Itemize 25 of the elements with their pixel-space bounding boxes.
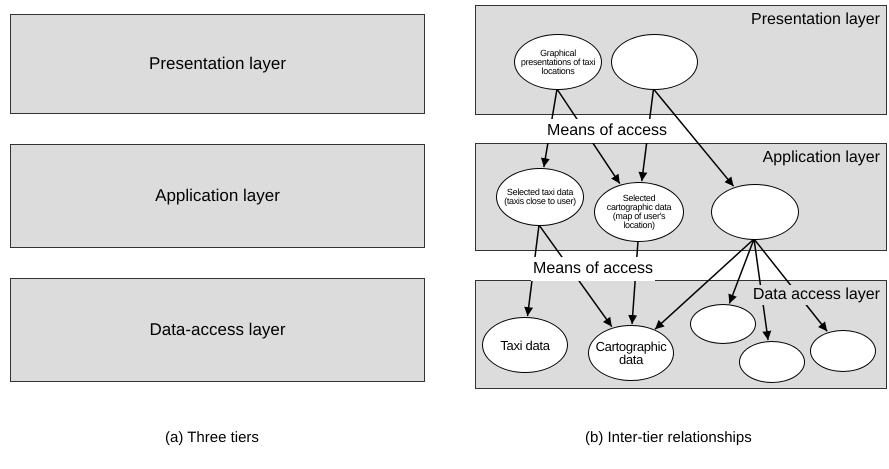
- layer-band: [475, 5, 887, 115]
- node-text: Selected taxi data (taxis close to user): [503, 188, 577, 206]
- layer-title: Data-access layer: [149, 319, 286, 342]
- node-text: Selected cartographic data (map of user's location): [606, 194, 672, 230]
- layer-title: Presentation layer: [749, 10, 882, 30]
- node-text: Graphical presentations of taxi locations: [520, 48, 596, 76]
- layer-band: [475, 280, 887, 389]
- arrow: [728, 238, 755, 304]
- layer-band: [10, 14, 425, 114]
- arrow: [753, 238, 828, 332]
- subfigure-caption: (b) Inter-tier relationships: [585, 428, 752, 448]
- arrow: [654, 238, 754, 330]
- layer-band: [10, 144, 425, 248]
- connector-label: Means of access: [531, 257, 656, 281]
- arrow: [753, 238, 772, 340]
- layer-title: Application layer: [760, 148, 882, 168]
- node-text: Taxi data: [500, 338, 550, 352]
- layer-title: Application layer: [155, 185, 280, 208]
- layer-title: Presentation layer: [148, 53, 286, 76]
- arrow: [652, 88, 734, 187]
- subfigure-caption: (a) Three tiers: [165, 428, 259, 448]
- connector-label: Means of access: [545, 119, 670, 143]
- node-text: Cartographic data: [594, 340, 668, 366]
- layer-band: [475, 143, 887, 251]
- layer-band: [10, 278, 425, 382]
